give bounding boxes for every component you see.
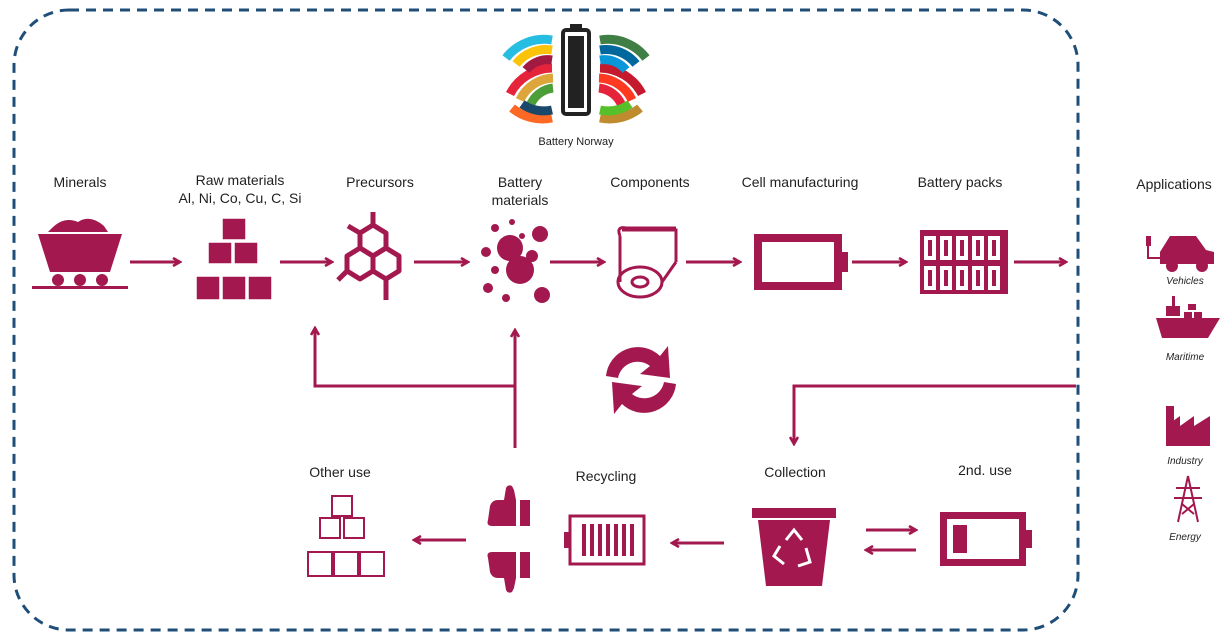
ship-icon — [1156, 296, 1220, 338]
label-raw-materials-sub: Al, Ni, Co, Cu, C, Si — [178, 190, 302, 206]
label-cell-manufacturing: Cell manufacturing — [741, 174, 859, 190]
stacked-boxes-icon — [195, 217, 273, 301]
label-recycling: Recycling — [575, 468, 637, 484]
particles-icon — [481, 219, 550, 303]
battery-pack-icon — [920, 230, 1008, 294]
label-battery-materials-2: materials — [491, 192, 549, 208]
label-maritime: Maritime — [1165, 352, 1205, 363]
feedback-arrows — [315, 328, 1076, 448]
label-minerals: Minerals — [53, 174, 107, 190]
label-vehicles: Vehicles — [1166, 276, 1204, 287]
logo-caption: Battery Norway — [538, 136, 614, 148]
label-battery-packs: Battery packs — [917, 174, 1003, 190]
mine-cart-icon — [32, 218, 128, 289]
power-pylon-icon — [1174, 475, 1202, 523]
dashed-boundary — [12, 8, 1080, 632]
label-industry: Industry — [1167, 456, 1203, 467]
box-pyramid-icon — [307, 495, 385, 577]
recycle-arrows-icon — [606, 346, 676, 414]
label-raw-materials: Raw materials — [195, 172, 285, 188]
label-components: Components — [610, 174, 690, 190]
thumbs-up-down-icon — [487, 485, 530, 593]
battery-norway-logo — [502, 24, 650, 124]
hexagon-molecule-icon — [336, 212, 402, 300]
label-battery-materials-1: Battery — [497, 174, 543, 190]
factory-icon — [1166, 406, 1210, 446]
label-energy: Energy — [1169, 532, 1201, 543]
label-second-use: 2nd. use — [958, 462, 1012, 478]
label-applications: Applications — [1136, 176, 1212, 192]
recycle-bin-icon — [752, 508, 836, 586]
foil-roll-icon — [616, 226, 678, 299]
label-precursors: Precursors — [346, 174, 414, 190]
flow-arrows-bottom — [414, 530, 916, 550]
battery-outline-icon — [564, 514, 646, 566]
label-collection: Collection — [764, 464, 826, 480]
battery-cell-icon — [754, 234, 848, 290]
car-plug-icon — [1146, 236, 1214, 272]
label-other-use: Other use — [309, 464, 371, 480]
low-battery-icon — [940, 512, 1032, 566]
